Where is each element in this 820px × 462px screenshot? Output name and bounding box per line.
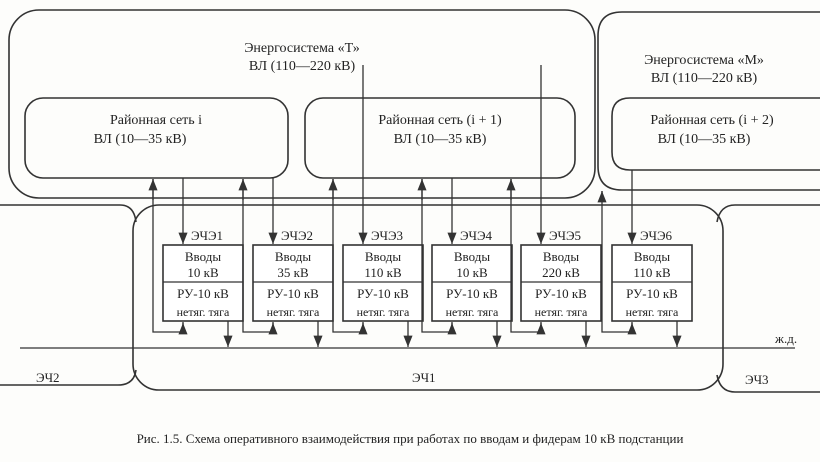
loads-label: нетяг. тяга [177,305,230,319]
district-network-i2-title: Районная сеть (i + 2) [650,113,774,128]
inputs-label: Вводы [185,249,221,264]
district-network-i1-title: Районная сеть (i + 1) [378,113,502,128]
loads-label: нетяг. тяга [446,305,499,319]
district-ech2-boundary [0,204,137,386]
district-network-i1-line: ВЛ (10—35 кВ) [394,132,487,147]
voltage-label: 110 кВ [364,265,402,280]
switchgear-label: РУ-10 кВ [267,286,319,301]
district-network-i-line: ВЛ (10—35 кВ) [94,132,187,147]
district-network-i2-line: ВЛ (10—35 кВ) [658,132,751,147]
substation-box [342,244,424,322]
substation-box [431,244,513,322]
substation-box [162,244,244,322]
substation-box [252,244,334,322]
inputs-label: Вводы [634,249,670,264]
substation-label: ЭЧЭ3 [371,228,403,243]
energy-system-t-line: ВЛ (110—220 кВ) [249,59,356,74]
substation-label: ЭЧЭ1 [191,228,223,243]
district-network-i1 [304,97,576,179]
substation-label: ЭЧЭ5 [549,228,581,243]
energy-system-t-boundary [8,9,596,199]
voltage-label: 35 кВ [277,265,309,280]
energy-system-m-boundary [597,11,820,191]
voltage-label: 10 кВ [456,265,488,280]
loads-label: нетяг. тяга [626,305,679,319]
loads-label: нетяг. тяга [535,305,588,319]
district-ech1-label: ЭЧ1 [412,370,436,385]
district-network-i [24,97,289,179]
railway-label: ж.д. [774,331,797,346]
inputs-label: Вводы [454,249,490,264]
voltage-label: 110 кВ [633,265,671,280]
energy-system-t-title: Энергосистема «Т» [244,41,360,56]
substation-box [611,244,693,322]
loads-label: нетяг. тяга [267,305,320,319]
substation-box [520,244,602,322]
voltage-label: 220 кВ [542,265,580,280]
district-ech3-label: ЭЧ3 [745,372,769,387]
inputs-label: Вводы [543,249,579,264]
figure-caption: Рис. 1.5. Схема оперативного взаимодейст… [137,431,684,446]
district-network-i2 [611,97,820,171]
switchgear-label: РУ-10 кВ [177,286,229,301]
inputs-label: Вводы [365,249,401,264]
switchgear-label: РУ-10 кВ [535,286,587,301]
substation-label: ЭЧЭ2 [281,228,313,243]
substation-label: ЭЧЭ6 [640,228,673,243]
energy-system-m-line: ВЛ (110—220 кВ) [651,71,758,86]
voltage-label: 10 кВ [187,265,219,280]
inputs-label: Вводы [275,249,311,264]
district-ech2-label: ЭЧ2 [36,370,60,385]
loads-label: нетяг. тяга [357,305,410,319]
switchgear-label: РУ-10 кВ [626,286,678,301]
switchgear-label: РУ-10 кВ [357,286,409,301]
energy-system-m-title: Энергосистема «М» [644,53,764,68]
district-ech1-boundary [132,204,724,391]
switchgear-label: РУ-10 кВ [446,286,498,301]
substation-label: ЭЧЭ4 [460,228,493,243]
district-network-i-title: Районная сеть i [110,113,202,128]
district-ech3-boundary [716,204,820,393]
